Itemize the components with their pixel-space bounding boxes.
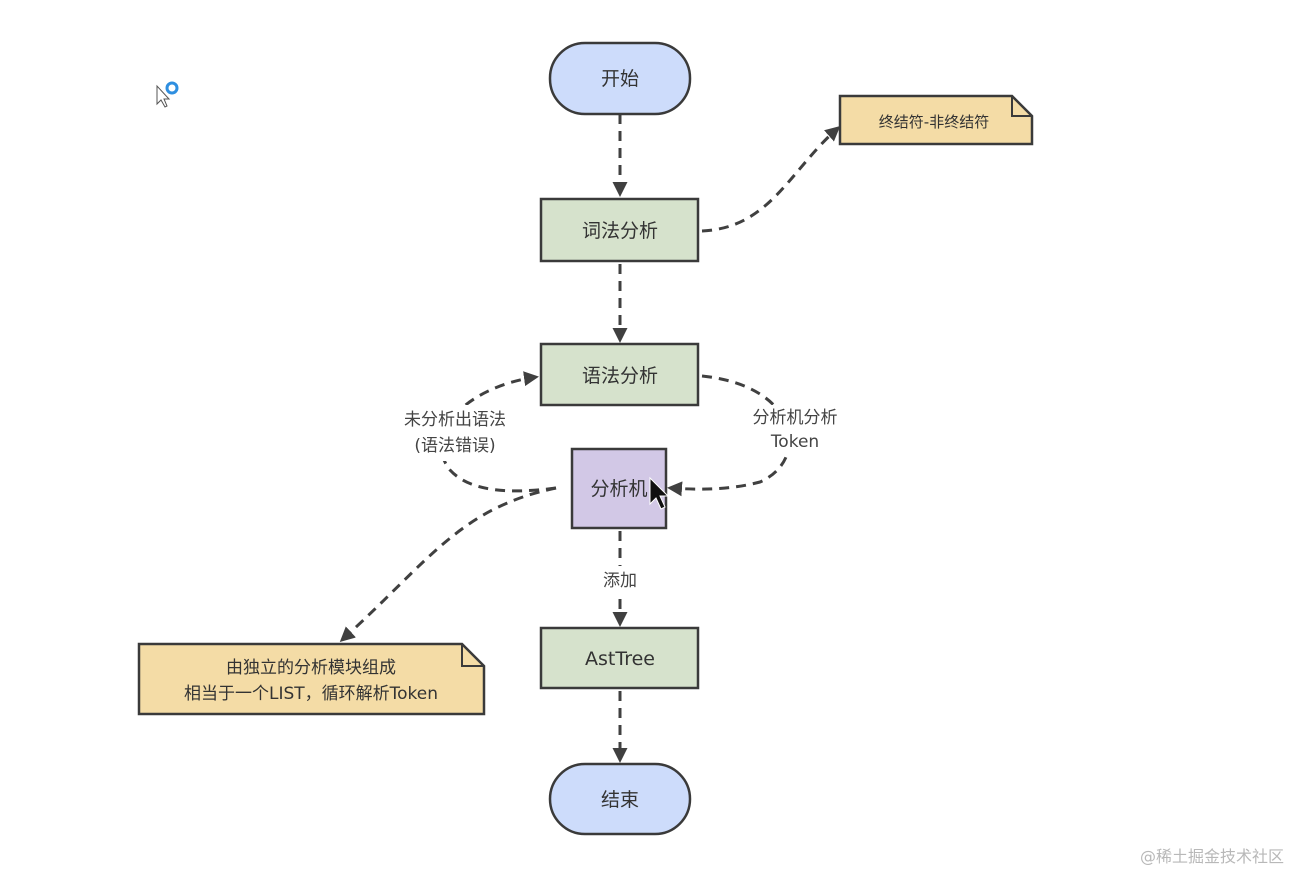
node-asttree-label: AstTree [585,648,655,670]
watermark: @稀土掘金技术社区 [1139,847,1284,866]
node-end[interactable] [548,762,692,836]
loading-spinner-icon [165,81,179,95]
node-start-label: 开始 [601,68,639,90]
label-bg [596,566,644,594]
label-not-parsed-line2: (语法错误) [414,436,495,456]
mouse-pointer-icon [649,476,670,510]
label-analyzer-token-line2: Token [770,432,819,452]
edge-analyzer-to-module-note [339,486,557,643]
note-module-fold [461,644,484,667]
node-lexical[interactable] [539,197,700,263]
note-terminal[interactable] [838,94,1034,146]
node-syntax-label: 语法分析 [582,365,658,387]
node-start[interactable] [548,41,692,116]
node-syntax[interactable] [539,342,700,407]
label-analyzer-token-line1: 分析机分析 [753,408,838,428]
node-end-label: 结束 [601,789,639,811]
edge-lexical-to-terminal-note [701,126,841,233]
label-add: 添加 [603,571,637,591]
note-terminal-text: 终结符-非终结符 [879,113,989,131]
note-terminal-fold [1011,96,1032,117]
label-not-parsed-line1: 未分析出语法 [404,410,506,430]
note-module-line1: 由独立的分析模块组成 [226,658,396,678]
busy-cursor-icon [156,84,171,108]
note-module-line2: 相当于一个LIST，循环解析Token [184,684,438,704]
edge-syntax-to-analyzer [667,374,791,497]
note-module[interactable] [137,642,486,716]
node-asttree[interactable] [539,626,700,690]
node-lexical-label: 词法分析 [582,220,658,242]
node-analyzer-label: 分析机 [590,478,647,500]
edge-analyzer-to-syntax [439,371,557,493]
label-bg [738,405,850,455]
label-bg [390,405,520,461]
